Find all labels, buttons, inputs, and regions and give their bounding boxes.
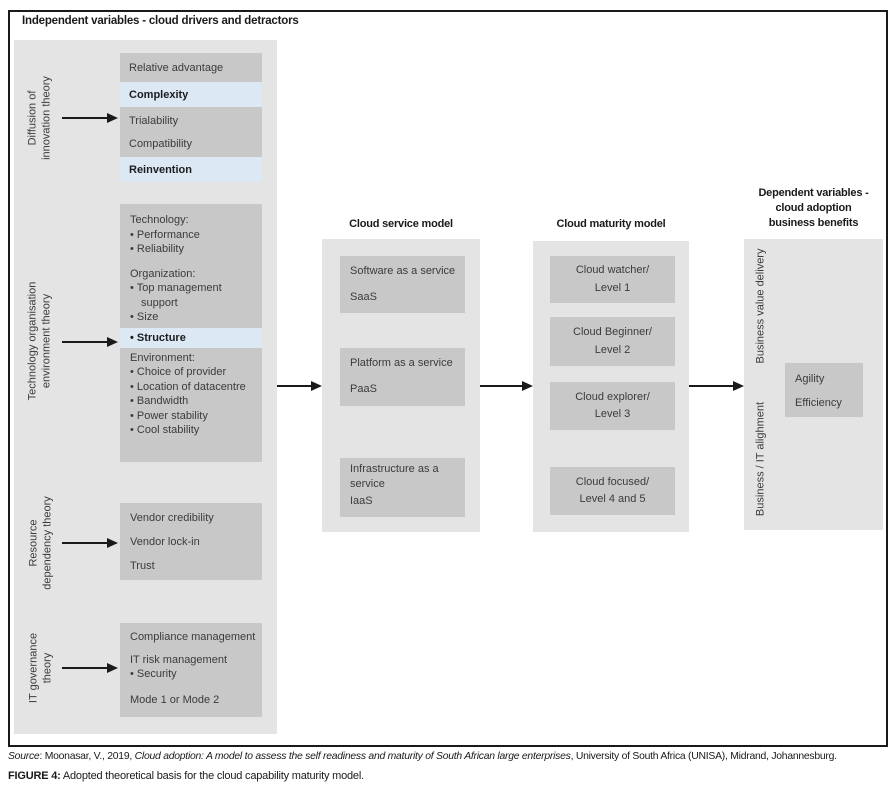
figure-caption-label: FIGURE 4:: [8, 770, 61, 782]
maturity-3-line1: Cloud explorer/: [575, 390, 650, 403]
toe-item-reliability: • Reliability: [130, 243, 184, 255]
item-trust: Trust: [130, 560, 155, 572]
toe-item-structure-highlighted: • Structure: [120, 327, 262, 348]
arrow-maturity-to-dependent: [689, 381, 744, 391]
toe-item-size: • Size: [130, 311, 159, 323]
theory-label-toe: Technology organisation environment theo…: [26, 281, 53, 401]
benefit-efficiency: Efficiency: [795, 397, 842, 409]
item-relative-advantage-label: Relative advantage: [129, 61, 224, 74]
figure-caption: FIGURE 4: Adopted theoretical basis for …: [8, 770, 892, 782]
arrow-toe-to-box: [62, 337, 118, 347]
maturity-box-level-3: Cloud explorer/ Level 3: [550, 382, 675, 430]
figure-caption-text: Adopted theoretical basis for the cloud …: [60, 770, 364, 782]
label-business-value-delivery: Business value delivery: [754, 248, 767, 364]
arrow-service-to-maturity-model: [480, 381, 533, 391]
box-diffusion-items: Relative advantage Complexity Trialabili…: [120, 53, 262, 182]
item-vendor-lockin: Vendor lock-in: [130, 536, 200, 548]
iaas-line2: IaaS: [350, 495, 373, 507]
independent-variables-title: Independent variables - cloud drivers an…: [22, 15, 299, 27]
maturity-4-line1: Cloud focused/: [575, 475, 650, 488]
item-relative-advantage: Relative advantage: [120, 53, 262, 82]
toe-item-choice-of-provider: • Choice of provider: [130, 366, 227, 378]
source-citation: Source: Moonasar, V., 2019, Cloud adopti…: [8, 751, 892, 762]
toe-environment-heading: Environment:: [130, 351, 195, 364]
maturity-2-line1: Cloud Beginner/: [573, 326, 652, 338]
item-complexity-label: Complexity: [129, 88, 189, 101]
maturity-1-line2: Level 1: [594, 281, 631, 294]
service-box-paas: Platform as a service PaaS: [340, 348, 465, 406]
toe-item-power-stability: • Power stability: [130, 409, 208, 422]
arrow-independent-to-service-model: [277, 381, 322, 391]
item-trialability-label: Trialability: [129, 114, 179, 127]
item-compatibility-label: Compatibility: [129, 137, 192, 150]
item-it-risk-management: IT risk management: [130, 654, 228, 666]
item-complexity-highlighted: Complexity: [120, 82, 262, 107]
box-toe-items: Technology: • Performance • Reliability …: [120, 204, 262, 462]
source-authors: : Moonasar, V., 2019,: [39, 751, 135, 762]
iaas-line1: Infrastructure as a service: [350, 463, 439, 490]
item-trialability-compatibility: Trialability Compatibility: [120, 107, 262, 157]
item-mode-1-or-2: Mode 1 or Mode 2: [130, 694, 220, 706]
arrow-diffusion-to-box: [62, 113, 118, 123]
toe-technology-heading: Technology:: [130, 214, 189, 226]
label-business-it-alignment: Business / IT alighment: [754, 401, 767, 517]
figure-border: [8, 10, 888, 747]
service-box-saas: Software as a service SaaS: [340, 256, 465, 313]
saas-line1: Software as a service: [350, 265, 456, 277]
saas-line2: SaaS: [350, 291, 377, 303]
item-vendor-credibility: Vendor credibility: [130, 512, 214, 524]
maturity-box-level-1: Cloud watcher/ Level 1: [550, 256, 675, 303]
toe-item-location-of-datacentre: • Location of datacentre: [130, 380, 246, 393]
box-governance-items: Compliance management IT risk management…: [120, 623, 262, 717]
source-work-title: Cloud adoption: A model to assess the se…: [134, 751, 571, 762]
theory-label-resource-dependency: Resource dependency theory: [27, 496, 54, 590]
toe-item-performance: • Performance: [130, 228, 200, 241]
maturity-box-level-4-5: Cloud focused/ Level 4 and 5: [550, 467, 675, 515]
toe-item-bandwidth: • Bandwidth: [130, 395, 189, 407]
paas-line1: Platform as a service: [350, 357, 453, 369]
cloud-service-model-title: Cloud service model: [349, 218, 453, 230]
benefit-agility: Agility: [795, 373, 825, 385]
paas-line2: PaaS: [350, 383, 377, 395]
toe-item-top-management-support: • Top management support: [130, 282, 222, 309]
dependent-variables-title: Dependent variables - cloud adoption bus…: [758, 187, 869, 229]
maturity-box-level-2: Cloud Beginner/ Level 2: [550, 317, 675, 366]
theory-label-diffusion: Diffusion of innovation theory: [26, 76, 53, 160]
toe-organization-heading: Organization:: [130, 267, 196, 280]
source-publisher: , University of South Africa (UNISA), Mi…: [570, 751, 838, 762]
item-reinvention-highlighted: Reinvention: [120, 157, 262, 182]
service-box-iaas: Infrastructure as a service IaaS: [340, 458, 465, 517]
maturity-1-line1: Cloud watcher/: [575, 264, 650, 276]
maturity-4-line2: Level 4 and 5: [579, 493, 646, 505]
maturity-3-line2: Level 3: [594, 408, 631, 420]
box-resource-items: Vendor credibility Vendor lock-in Trust: [120, 503, 262, 580]
theory-label-it-governance: IT governance theory: [27, 632, 54, 704]
toe-item-cool-stability: • Cool stability: [130, 424, 200, 436]
item-security: • Security: [130, 668, 177, 680]
item-reinvention-label: Reinvention: [129, 163, 192, 176]
source-label: Source: [8, 751, 40, 762]
arrow-resource-to-box: [62, 538, 118, 548]
item-compliance-management: Compliance management: [130, 631, 256, 643]
cloud-maturity-model-title: Cloud maturity model: [556, 218, 666, 230]
box-business-benefits: Agility Efficiency: [785, 363, 863, 417]
arrow-governance-to-box: [62, 663, 118, 673]
maturity-2-line2: Level 2: [594, 343, 631, 356]
